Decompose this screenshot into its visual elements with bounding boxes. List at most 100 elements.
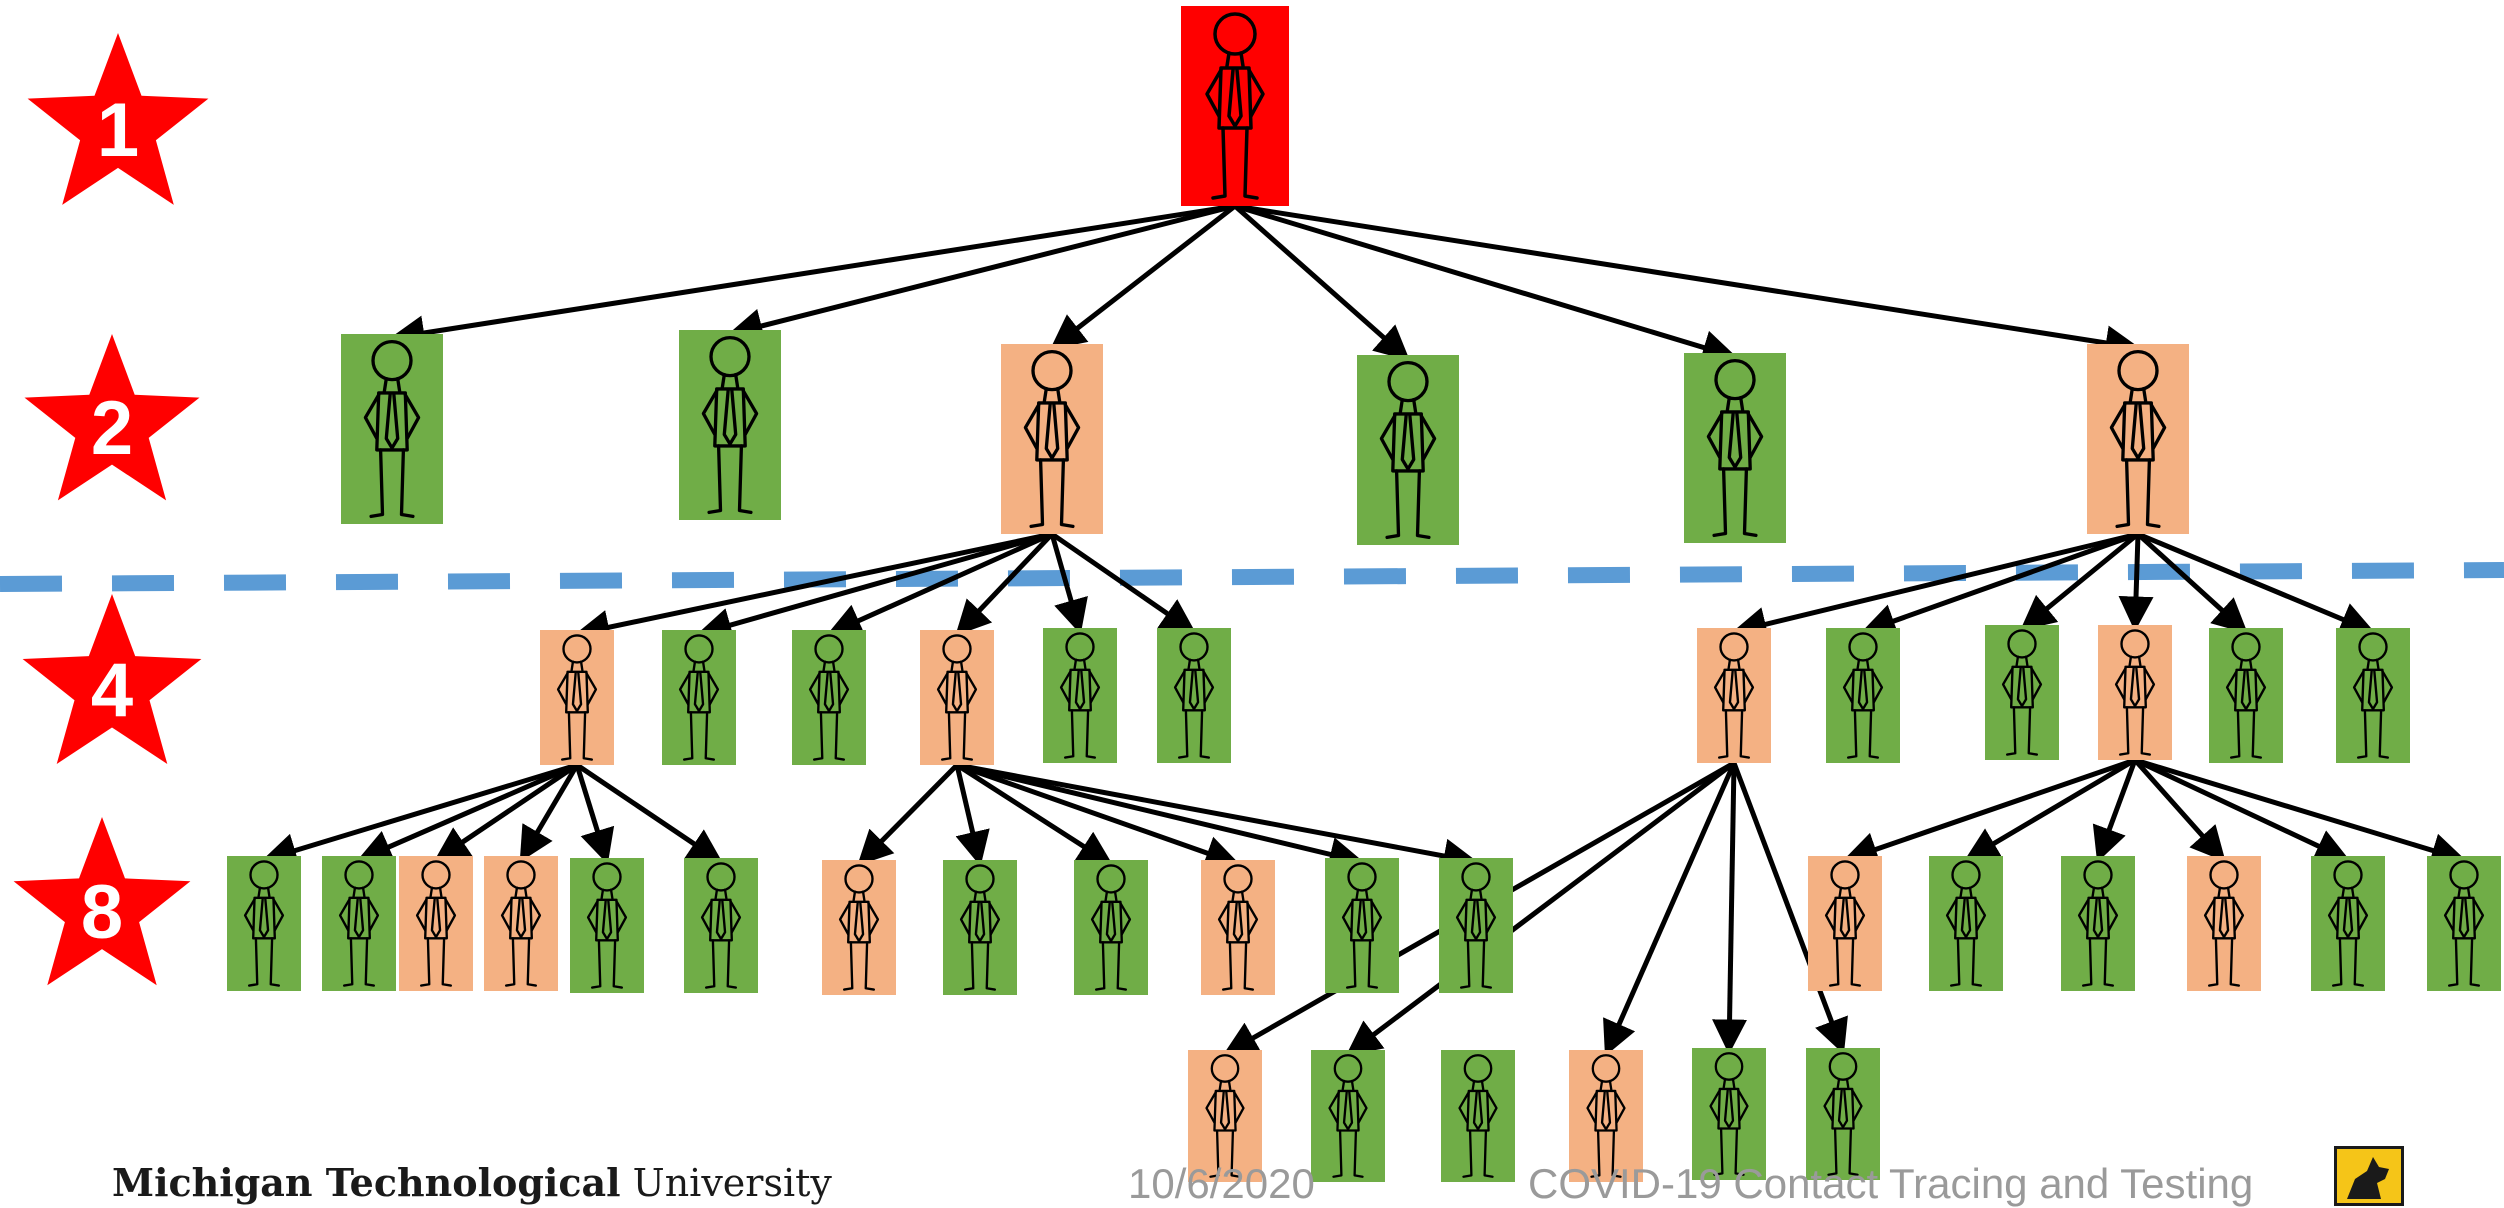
person-node-c10 [1201,860,1275,995]
person-node-b7 [1697,628,1771,763]
transmission-arrow [954,764,990,867]
person-status-box [1569,1050,1643,1182]
person-node-c9 [1074,860,1148,995]
person-node-b9 [1985,625,2059,760]
person-status-box [1181,6,1289,206]
transmission-arrow [574,764,615,865]
person-node-a3 [1001,344,1103,534]
person-status-box [1311,1050,1385,1182]
person-status-box [1929,856,2003,991]
person-node-b8 [1826,628,1900,763]
person-node-a1 [341,334,443,524]
person-node-c17 [2311,856,2385,991]
slide-date: 10/6/2020 [1128,1160,1315,1207]
person-node-c2 [322,856,396,991]
transmission-arrow [518,763,580,863]
person-node-c4 [484,856,558,991]
person-status-box [1985,625,2059,760]
person-status-box [1001,344,1103,534]
transmission-arrow [2137,531,2376,636]
transmission-arrow [1860,531,2139,638]
transmission-arrow [575,762,724,865]
person-node-d1 [1188,1050,1262,1182]
person-node-b3 [792,630,866,765]
containment-divider [0,562,2504,592]
transmission-arrow [2092,759,2138,863]
transmission-arrow [1234,203,1738,365]
transmission-arrow [727,203,1236,343]
stick-figure-icon [1173,632,1215,759]
person-node-b5 [1043,628,1117,763]
stick-figure-icon [1328,1054,1368,1178]
person-status-box [2087,344,2189,534]
star-icon [22,594,202,764]
person-status-box [1043,628,1117,763]
stick-figure-icon [1023,349,1081,529]
stick-figure-icon [1205,12,1265,200]
stick-figure-icon [1823,1052,1863,1176]
person-status-box [399,856,473,991]
person-node-c14 [1929,856,2003,991]
transmission-arrow [261,762,578,868]
person-node-b6 [1157,628,1231,763]
university-name-bold: Michigan Technological [112,1160,621,1205]
person-node-b12 [2336,628,2410,763]
person-status-box [570,858,644,993]
transmission-arrow [2133,757,2351,863]
university-name: Michigan Technological University [112,1160,832,1205]
stick-figure-icon [1458,1054,1498,1178]
transmission-arrow [956,762,1479,874]
stick-figure-icon [2001,629,2043,756]
stick-figure-icon [1205,1054,1245,1178]
person-node-b4 [920,630,994,765]
person-node-a6 [2087,344,2189,534]
stick-figure-icon [415,860,457,987]
person-node-d5 [1692,1048,1766,1180]
stick-figure-icon [2203,860,2245,987]
person-node-c6 [684,858,758,993]
stick-figure-icon [936,634,978,761]
person-node-b11 [2209,628,2283,763]
transmission-arrow [1049,533,1088,635]
generation-label: 8 [81,870,123,955]
transmission-arrow [2133,758,2226,862]
person-node-a2 [679,330,781,520]
stick-figure-icon [700,862,742,989]
transmission-arrow [1050,204,1237,350]
transmission-arrow [826,531,1054,637]
person-status-box [2336,628,2410,763]
person-status-box [1808,856,1882,991]
person-node-a4 [1357,355,1459,545]
person-status-box [1074,860,1148,995]
transmission-arrow [955,532,1054,636]
generation-star-2: 2 [24,334,200,501]
person-status-box [920,630,994,765]
stick-figure-icon [1709,1052,1749,1176]
person-node-c7 [822,860,896,995]
person-status-box [2098,625,2172,760]
stick-figure-icon [2109,349,2167,529]
person-node-b2 [662,630,736,765]
person-status-box [1357,355,1459,545]
stick-figure-icon [556,634,598,761]
transmission-arrow [1233,204,1410,361]
stick-figure-icon [678,634,720,761]
person-node-c3 [399,856,473,991]
person-status-box [2209,628,2283,763]
stick-figure-icon [1379,360,1437,540]
person-status-box [2187,856,2261,991]
transmission-arrow [574,531,1053,645]
star-icon [27,33,209,205]
person-node-d3 [1441,1050,1515,1182]
person-status-box [1441,1050,1515,1182]
person-status-box [943,860,1017,995]
person-status-box [684,858,758,993]
generation-label: 2 [91,386,133,471]
transmission-arrow [433,762,579,863]
person-node-c1 [227,856,301,991]
person-status-box [2311,856,2385,991]
person-status-box [1806,1048,1880,1180]
person-node-a5 [1684,353,1786,543]
person-node-c15 [2061,856,2135,991]
person-status-box [1692,1048,1766,1180]
